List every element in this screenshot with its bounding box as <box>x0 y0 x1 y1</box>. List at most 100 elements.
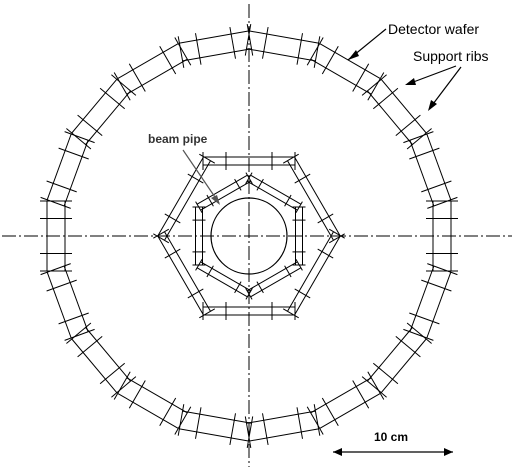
middle-hex-support-rib <box>317 213 334 224</box>
inner-hex-wafer-line <box>196 267 248 298</box>
outer-ring-support-rib <box>66 322 92 344</box>
middle-hex-support-rib <box>199 308 216 319</box>
outer-ring-support-rib <box>372 362 399 385</box>
outer-ring-wafer-line <box>426 133 452 200</box>
outer-ring-support-rib <box>195 33 202 65</box>
middle-hex-wafer-line <box>164 160 211 241</box>
scale-bar-label: 10 cm <box>374 430 408 444</box>
detector-wafer-label: Detector wafer <box>388 21 479 37</box>
outer-ring-support-rib <box>159 46 177 75</box>
inner-hex-wafer-line <box>246 261 298 292</box>
outer-ring-wafer-line <box>46 133 72 200</box>
scale-bar-arrowhead-left <box>333 448 342 456</box>
inner-hex-wafer-line <box>196 174 248 205</box>
inner-hex-support-rib <box>295 258 303 271</box>
outer-ring-support-rib <box>229 413 236 445</box>
middle-hex-support-rib <box>294 288 311 299</box>
outer-ring-support-rib <box>174 37 192 66</box>
inner-hex-support-rib <box>256 281 264 294</box>
outer-ring-support-rib <box>409 312 440 325</box>
outer-ring-support-rib <box>427 263 458 276</box>
support-ribs-arrowhead-1 <box>405 78 416 85</box>
outer-ring-support-rib <box>321 397 339 426</box>
outer-ring-wafer-line <box>367 327 413 382</box>
outer-ring-wafer-line <box>85 327 131 382</box>
middle-hex-support-rib <box>153 233 170 244</box>
outer-ring-support-rib <box>367 72 385 101</box>
outer-ring-wafer-line <box>179 428 249 442</box>
outer-ring-wafer-line <box>409 140 435 207</box>
outer-ring-support-rib <box>244 24 252 56</box>
middle-hex-support-rib <box>187 288 204 299</box>
inner-hex-wafer-line <box>250 267 302 298</box>
outer-ring-support-rib <box>229 27 236 59</box>
outer-ring-support-rib <box>421 279 452 292</box>
outer-ring-support-rib <box>352 63 370 92</box>
beam-pipe-arrow <box>182 149 220 204</box>
inner-hex-wafer-line <box>200 180 252 211</box>
outer-ring-support-rib <box>367 371 385 400</box>
outer-ring-wafer-line <box>179 30 249 44</box>
outer-ring-wafer-line <box>310 377 372 414</box>
outer-ring-support-rib <box>177 36 185 68</box>
middle-hex-support-rib <box>153 228 170 239</box>
outer-ring-wafer-line <box>63 265 89 332</box>
outer-ring-support-rib <box>313 36 321 68</box>
outer-ring-support-rib <box>306 406 324 435</box>
beam-pipe-circle <box>210 197 288 275</box>
outer-ring-support-rib <box>58 312 89 325</box>
outer-ring-support-rib <box>395 114 421 136</box>
middle-hex-wafer-line <box>287 231 334 312</box>
outer-ring-support-rib <box>361 376 387 398</box>
outer-ring-support-rib <box>46 180 77 193</box>
outer-ring-support-rib <box>99 362 126 385</box>
middle-hex-support-rib <box>164 213 181 224</box>
outer-ring-support-rib <box>111 376 137 398</box>
outer-ring-wafer-line <box>310 58 372 95</box>
middle-hex-support-rib <box>282 153 299 164</box>
inner-hex-support-rib <box>295 201 303 214</box>
middle-hex-support-rib <box>317 248 334 259</box>
beam-pipe-arrowhead <box>211 195 220 205</box>
inner-hex-wafer-line <box>246 180 298 211</box>
outer-ring-support-rib <box>395 336 421 358</box>
outer-ring-support-rib <box>64 131 95 144</box>
outer-ring-support-rib <box>246 24 254 56</box>
outer-ring-wafer-line <box>71 78 118 134</box>
outer-ring-wafer-line <box>380 78 427 134</box>
middle-hex-wafer-line <box>157 235 205 316</box>
middle-hex-wafer-line <box>287 160 334 241</box>
outer-ring-support-rib <box>113 371 131 400</box>
outer-ring-support-rib <box>244 416 252 448</box>
outer-ring-support-rib <box>421 180 452 193</box>
outer-ring-support-rib <box>40 263 71 276</box>
outer-ring-wafer-line <box>246 48 316 62</box>
outer-ring-wafer-line <box>249 30 319 44</box>
inner-hex-support-rib <box>206 194 214 207</box>
support-ribs-arrow-1 <box>407 65 457 85</box>
outer-ring-wafer-line <box>46 272 72 339</box>
outer-ring-support-rib <box>174 406 192 435</box>
outer-ring-support-rib <box>46 279 77 292</box>
outer-ring-wafer-line <box>117 392 179 429</box>
outer-ring-support-rib <box>403 328 434 341</box>
outer-ring-support-rib <box>246 416 254 448</box>
detector-layers <box>40 24 458 448</box>
outer-ring-wafer-line <box>63 140 89 207</box>
outer-ring-support-rib <box>406 322 432 344</box>
outer-ring-wafer-line <box>249 428 319 442</box>
outer-ring-support-rib <box>111 74 137 96</box>
inner-hex-support-rib <box>284 194 292 207</box>
middle-hex-wafer-line <box>293 235 341 316</box>
outer-ring-wafer-line <box>182 410 252 424</box>
outer-ring-support-rib <box>159 397 177 426</box>
support-ribs-arrowhead-2 <box>428 100 437 111</box>
outer-ring-support-rib <box>58 147 89 160</box>
inner-hex-support-rib <box>195 201 203 214</box>
outer-ring-support-rib <box>403 131 434 144</box>
inner-hex-support-rib <box>256 178 264 191</box>
outer-ring-support-rib <box>195 407 202 439</box>
outer-ring-support-rib <box>113 72 131 101</box>
inner-hex-support-rib <box>245 172 253 185</box>
